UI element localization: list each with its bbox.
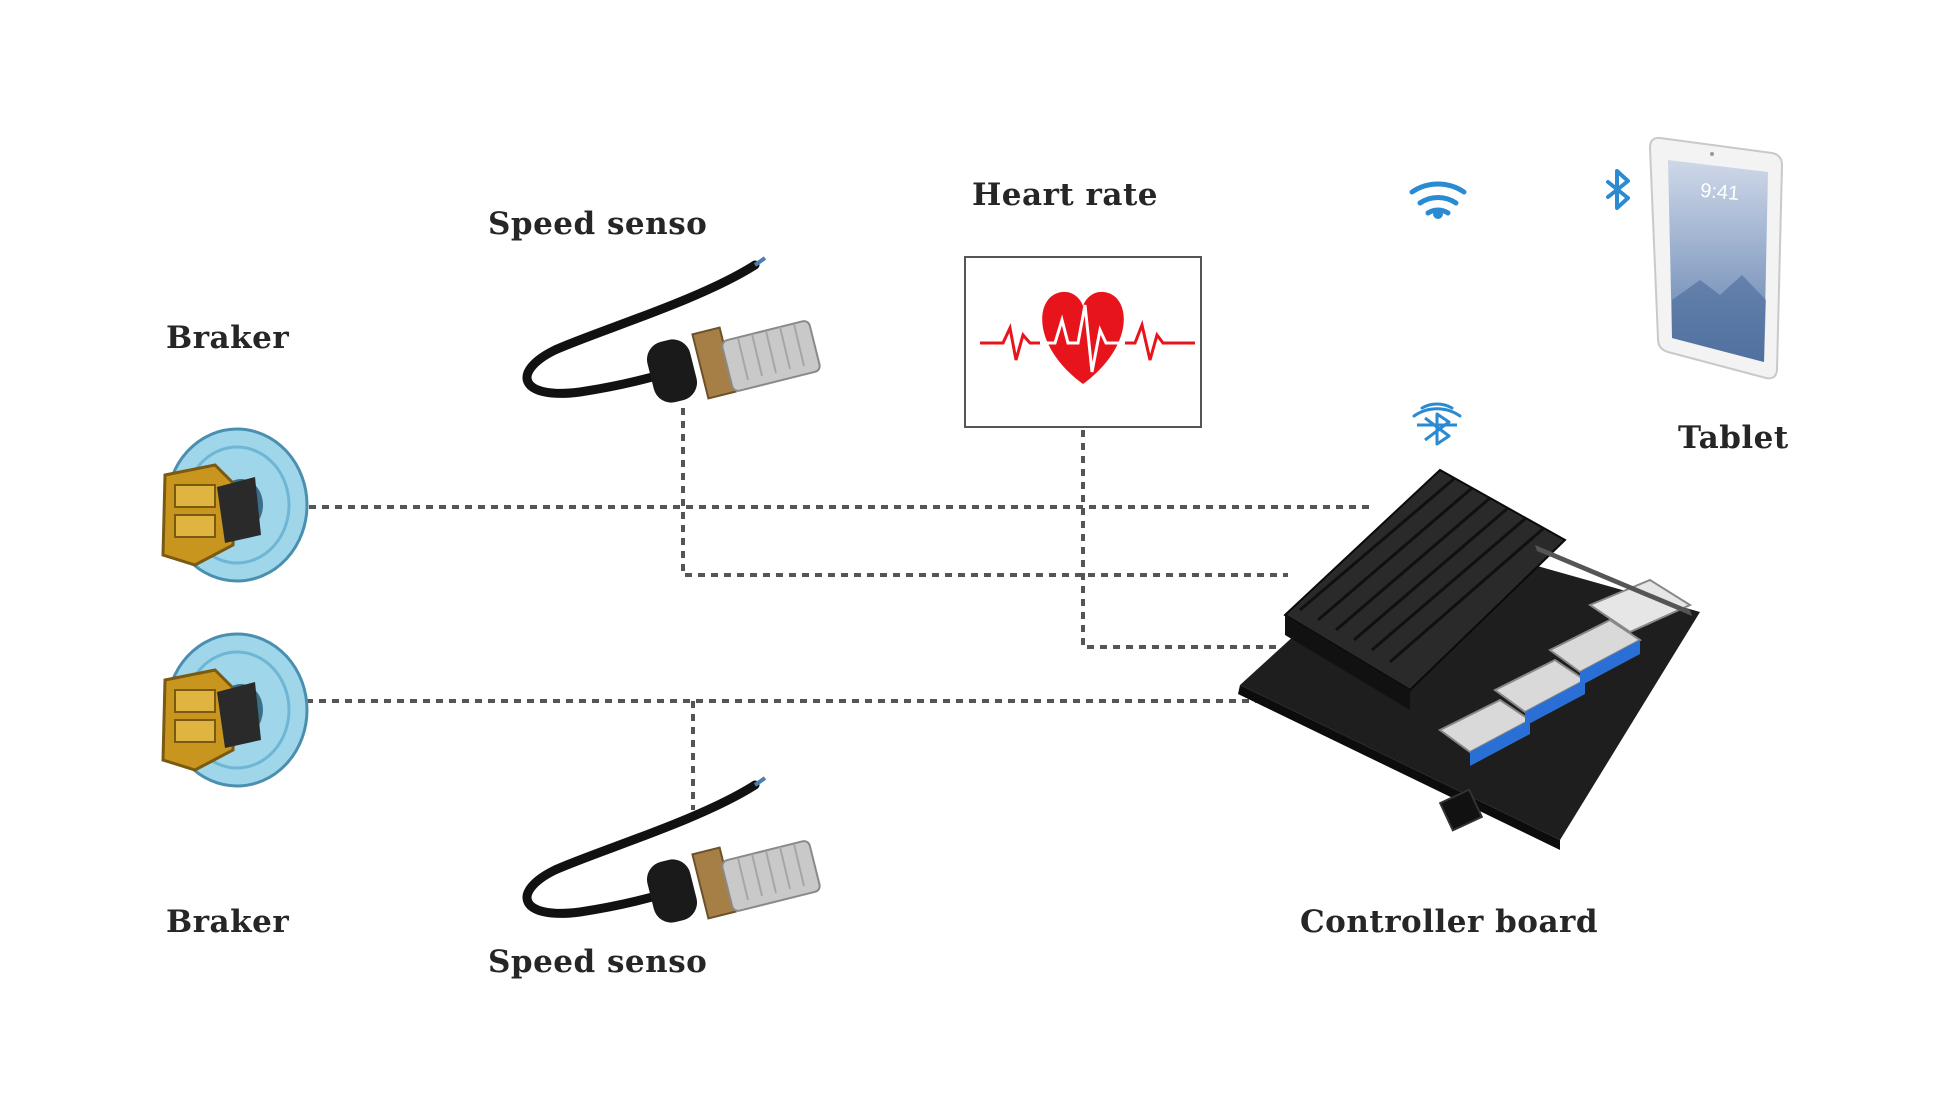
speed-sensor-top-label: Speed senso [488, 206, 707, 242]
braker-top-label: Braker [166, 320, 289, 356]
speed-sensor-bottom-label: Speed senso [488, 944, 707, 980]
controller-board-label: Controller board [1300, 904, 1598, 940]
heart-rate-label: Heart rate [972, 177, 1158, 213]
braker-bottom-label: Braker [166, 904, 289, 940]
tablet-label: Tablet [1678, 420, 1789, 456]
